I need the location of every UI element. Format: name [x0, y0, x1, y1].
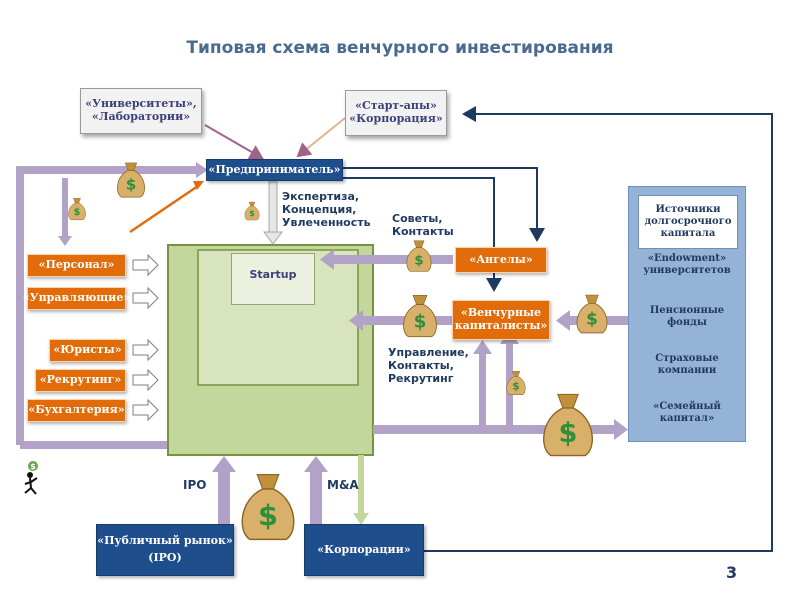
service-arrows	[132, 253, 159, 422]
advice-label: Советы,Контакты	[392, 212, 454, 239]
staff-box: «Персонал»	[27, 254, 126, 277]
recruiting-box: «Рекрутинг»	[35, 369, 126, 392]
corporations-box: «Корпорации»	[304, 524, 424, 576]
expertise-label: Экспертиза,Концепция,Увлеченность	[282, 190, 371, 230]
ipo-label: IPO	[183, 478, 207, 492]
startups-box: «Старт-апы»«Корпорация»	[345, 90, 447, 136]
lawyers-box: «Юристы»	[49, 339, 126, 362]
entrepreneur-box: «Предприниматель»	[206, 159, 343, 181]
left-loop-arrowhead	[196, 162, 208, 178]
orange-arrow	[129, 184, 199, 234]
management-label: Управление,Контакты,Рекрутинг	[388, 346, 469, 386]
endowment-item: «Endowment»университетов	[643, 253, 731, 276]
accounting-box: «Бухгалтерия»	[27, 399, 126, 422]
ma-label: M&A	[327, 478, 359, 492]
managers-box: «Управляющие»	[23, 287, 130, 310]
page-number: 3	[726, 563, 738, 582]
public-market-box: «Публичный рынок»(IPO)	[96, 524, 234, 576]
slide-title: Типовая схема венчурного инвестирования	[186, 38, 614, 58]
startup-middle-block	[197, 249, 359, 386]
startup-box: Startup	[231, 253, 315, 305]
universities-box: «Университеты»,«Лаборатории»	[80, 88, 202, 134]
angels-box: «Ангелы»	[455, 247, 547, 273]
